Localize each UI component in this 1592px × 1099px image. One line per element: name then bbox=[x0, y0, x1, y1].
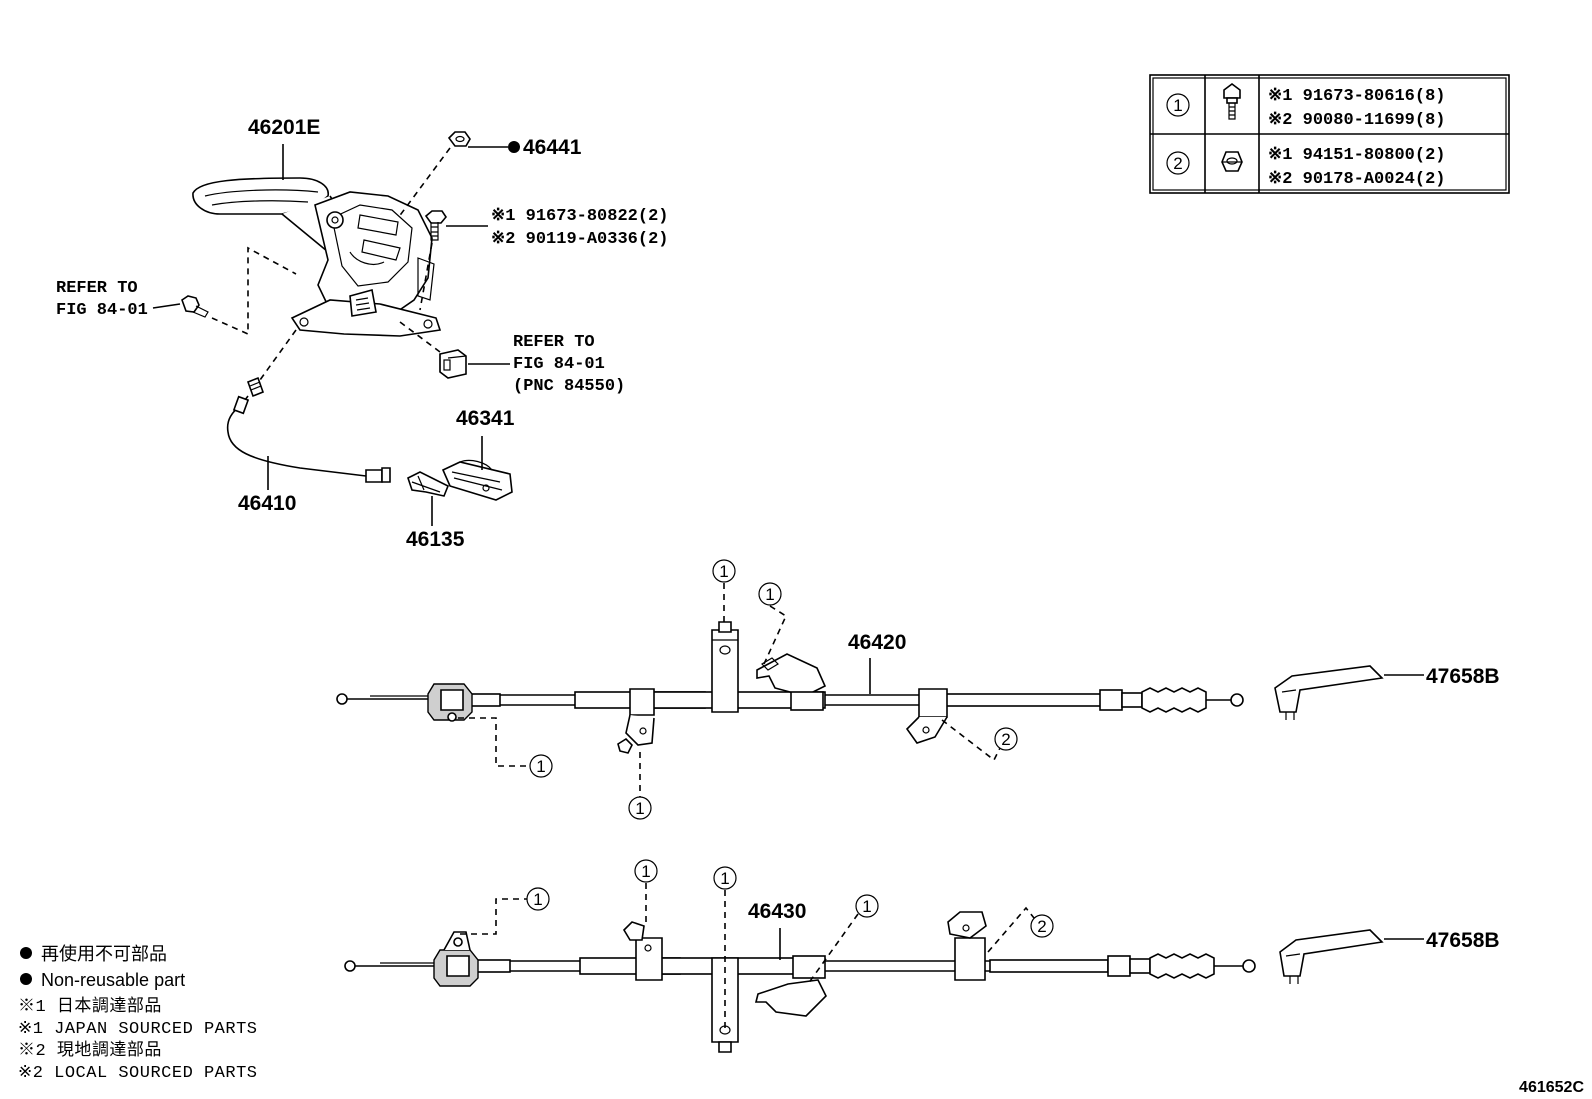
refer-right-line1: REFER TO bbox=[513, 333, 595, 352]
refer-right-line2: FIG 84-01 bbox=[513, 355, 605, 374]
rear-cable-46420[interactable] bbox=[336, 621, 1244, 754]
circle-label: 1 bbox=[720, 869, 729, 888]
legend-nonreusable-en: Non-reusable part bbox=[41, 970, 185, 990]
front-cable[interactable] bbox=[226, 376, 391, 483]
legend-local-jp: ※2 現地調達部品 bbox=[18, 1040, 162, 1061]
non-reusable-dot bbox=[20, 947, 32, 959]
figure-number: 461652C bbox=[1519, 1079, 1584, 1096]
non-reusable-mark bbox=[508, 141, 520, 153]
legend-local-en: ※2 LOCAL SOURCED PARTS bbox=[18, 1064, 257, 1083]
refer-switch-right[interactable] bbox=[439, 349, 467, 379]
part-label-front-cable: 46410 bbox=[238, 492, 296, 515]
part-number-local: ※2 90080-11699(8) bbox=[1268, 111, 1445, 130]
table-row-2: 2 ※1 94151-80800(2) ※2 90178-A0024(2) bbox=[1166, 146, 1445, 189]
parking-brake-lever[interactable] bbox=[192, 177, 442, 337]
legend-nonreusable-jp: 再使用不可部品 bbox=[41, 944, 167, 964]
callouts-lh: 1 1 1 1 2 bbox=[460, 859, 1054, 1032]
part-label-lever: 46201E bbox=[248, 116, 320, 139]
part-number-japan: ※1 91673-80616(8) bbox=[1268, 87, 1445, 106]
part-label-nut: 46441 bbox=[523, 136, 582, 159]
part-label-clip: 46135 bbox=[406, 528, 465, 551]
circle-label: 1 bbox=[862, 897, 871, 916]
callouts-rh: 1 1 1 1 2 bbox=[458, 559, 1018, 820]
circle-label: 1 bbox=[765, 585, 774, 604]
callout-circle-2 bbox=[1166, 151, 1190, 175]
circle-label: 1 bbox=[635, 799, 644, 818]
refer-right-line3: (PNC 84550) bbox=[513, 377, 625, 396]
nut-46441[interactable] bbox=[447, 131, 471, 147]
legend: 再使用不可部品 Non-reusable part ※1 日本調達部品 ※1 J… bbox=[18, 944, 257, 1083]
non-reusable-dot bbox=[20, 973, 32, 985]
fastener-table: 1 ※1 91673-80616(8) ※2 90080-11699(8) 2 … bbox=[1149, 74, 1510, 194]
part-label-equalizer: 46341 bbox=[456, 407, 515, 430]
circle-label: 1 bbox=[719, 562, 728, 581]
clip[interactable] bbox=[407, 471, 450, 497]
callout-circle-1 bbox=[1166, 93, 1190, 117]
rear-cable-46430[interactable] bbox=[344, 911, 1256, 1053]
legend-japan-jp: ※1 日本調達部品 bbox=[18, 996, 162, 1017]
part-label-cable-rh: 46420 bbox=[848, 631, 906, 654]
bolt-part-japan: ※1 91673-80822(2) bbox=[491, 207, 668, 226]
circle-label: 1 bbox=[536, 757, 545, 776]
circle-label: 1 bbox=[533, 890, 542, 909]
refer-screw-left[interactable] bbox=[181, 295, 209, 318]
bolt-part-local: ※2 90119-A0336(2) bbox=[491, 230, 668, 249]
cover-upper[interactable] bbox=[1274, 665, 1384, 720]
circle-label: 2 bbox=[1037, 917, 1046, 936]
table-row-1: 1 ※1 91673-80616(8) ※2 90080-11699(8) bbox=[1166, 83, 1445, 130]
part-label-cover-lower: 47658B bbox=[1426, 929, 1500, 952]
circle-label: 1 bbox=[641, 862, 650, 881]
part-number-japan: ※1 94151-80800(2) bbox=[1268, 146, 1445, 165]
bolt-icon bbox=[1223, 83, 1241, 120]
part-number-local: ※2 90178-A0024(2) bbox=[1268, 170, 1445, 189]
equalizer[interactable] bbox=[441, 459, 513, 501]
callout-circle-label: 1 bbox=[1173, 96, 1182, 115]
refer-left-line2: FIG 84-01 bbox=[56, 301, 148, 320]
nut-icon bbox=[1221, 151, 1243, 172]
legend-japan-en: ※1 JAPAN SOURCED PARTS bbox=[18, 1020, 257, 1039]
refer-left-line1: REFER TO bbox=[56, 279, 138, 298]
part-label-cover-upper: 47658B bbox=[1426, 665, 1500, 688]
callout-circle-label: 2 bbox=[1173, 154, 1182, 173]
circle-label: 2 bbox=[1001, 730, 1010, 749]
cover-lower[interactable] bbox=[1279, 929, 1384, 984]
part-label-cable-lh: 46430 bbox=[748, 900, 806, 923]
lever-bolt[interactable] bbox=[424, 210, 447, 241]
